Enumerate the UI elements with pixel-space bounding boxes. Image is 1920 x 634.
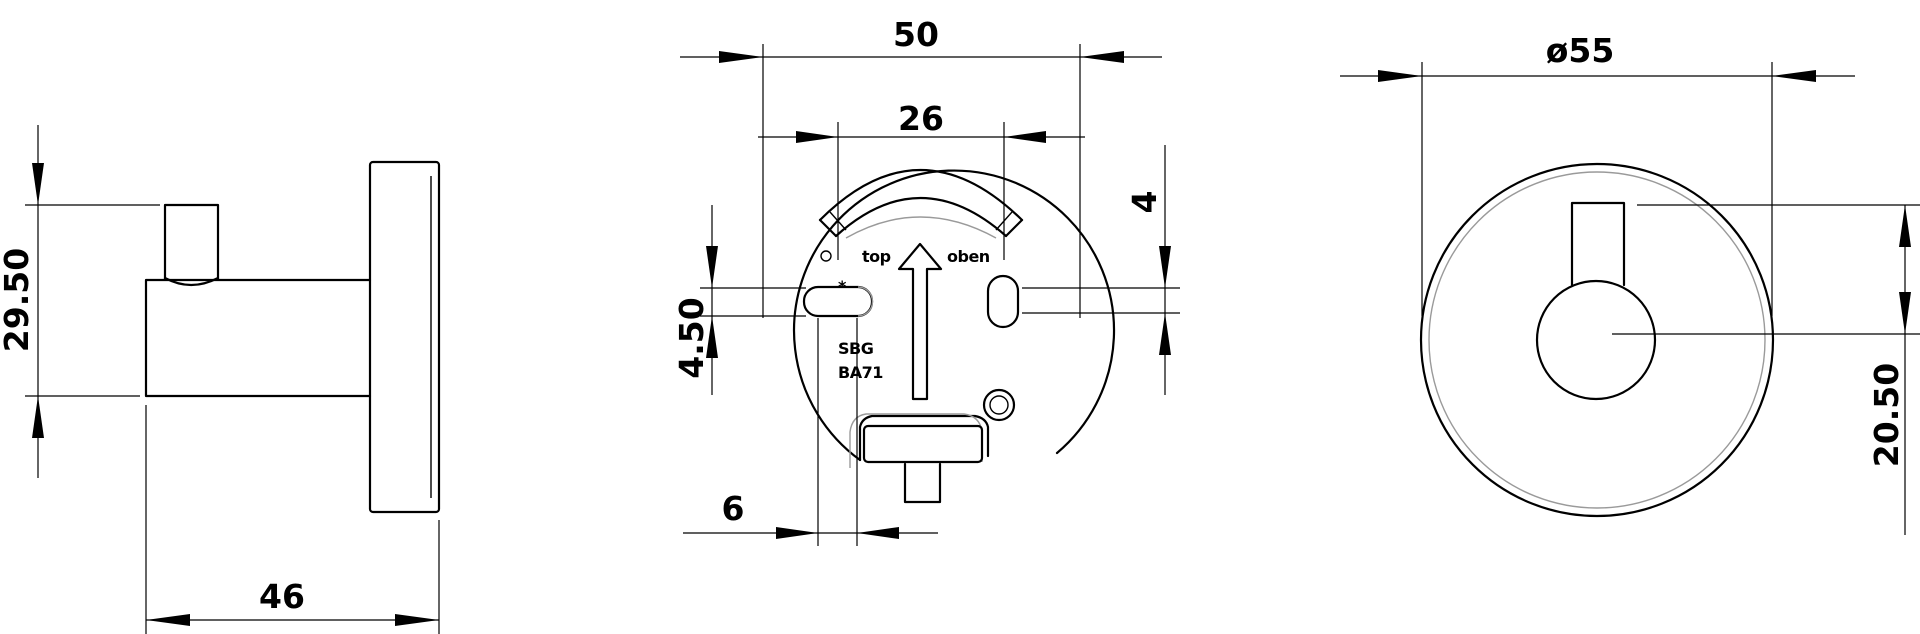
back-view: * top oben SBG BA71 50 26 [672,15,1180,546]
front-outer-circle [1419,162,1775,518]
back-bottom-tab-faint [849,413,983,468]
front-arrow-2050-top [1899,205,1911,247]
side-wall-plate [368,160,441,514]
back-arrow-50-right [1080,51,1124,63]
back-arrow-6-right [857,527,899,539]
back-label-code-1: SBG [838,339,873,358]
back-dim-50-label: 50 [893,15,939,54]
side-view: 29.50 46 [0,125,441,634]
back-arrow-50-left [719,51,763,63]
front-hook-knob [1535,279,1657,401]
back-arrow-4-bottom [1159,313,1171,355]
side-arrow-depth-right [395,614,439,626]
back-slot-left-shadow [857,286,874,317]
back-label-top: top [862,247,891,266]
side-dim-depth-label: 46 [259,577,305,616]
back-dim-6-label: 6 [722,489,745,528]
back-dim-450-label: 4.50 [672,297,711,378]
back-screw-hole-outer [982,388,1016,422]
back-arrow-26-left [796,131,838,143]
back-label-oben: oben [947,247,990,266]
back-arc-end-right [1004,218,1024,238]
front-arrow-2050-bottom [1899,292,1911,334]
front-dim-55-label: ø55 [1546,31,1615,70]
back-slot-star: * [838,277,847,296]
back-plate-outline [792,169,1116,462]
back-arrow-26-right [1004,131,1046,143]
back-small-hole [820,250,832,262]
front-hook-stem [1570,201,1626,287]
front-inner-circle [1428,171,1766,509]
back-arc-faint [845,216,997,239]
side-arrow-height-bottom [32,396,44,438]
back-screw-hole-inner [989,395,1009,415]
back-arrow-450-bottom [706,316,718,358]
back-label-code-2: BA71 [838,363,883,382]
front-arrow-55-left [1378,70,1422,82]
back-slot-right [986,274,1020,329]
back-bottom-stem [903,462,942,504]
back-bottom-recess [862,424,984,464]
back-arc-outer [818,169,1024,222]
front-view: ø55 20.50 [1340,31,1920,535]
back-arc-end-left [818,218,838,238]
back-dim-4-label: 4 [1125,191,1164,214]
front-arrow-55-right [1772,70,1816,82]
back-arrow-6-left [776,527,818,539]
back-arrow-4-top [1159,246,1171,288]
front-dim-2050-label: 20.50 [1867,363,1906,467]
back-arrow-450-top [706,246,718,288]
back-arc-inner [834,197,1008,238]
side-hook-arm [144,278,372,398]
side-arrow-depth-left [146,614,190,626]
side-hook-tip [163,203,220,281]
back-dim-26-label: 26 [898,99,944,138]
side-hook-tip-curve [163,276,220,287]
side-arrow-height-top [32,163,44,205]
side-dim-height-label: 29.50 [0,248,36,352]
back-plate-bottom [858,414,990,462]
back-up-arrow-icon [897,242,943,401]
